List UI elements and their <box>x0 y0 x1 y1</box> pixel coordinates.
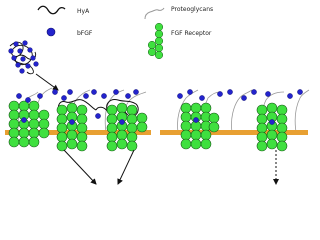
signal-arrow-1 <box>63 149 97 185</box>
bfgf-legend-icon <box>46 27 56 37</box>
bfgf-legend-label: bFGF <box>77 30 93 37</box>
receptor-legend-icon <box>147 22 164 60</box>
binding-arrow <box>35 73 59 91</box>
signal-arrow-2 <box>117 149 135 185</box>
membrane-left <box>5 130 151 135</box>
legend: HyA bFGF Proteoglycans FGF Receptor <box>37 5 213 60</box>
receptors-right <box>180 102 288 152</box>
bfgf-dots-right <box>177 89 303 125</box>
membrane-right <box>160 130 308 135</box>
hya-legend-label: HyA <box>77 8 90 15</box>
proteoglycans-legend-label: Proteoglycans <box>171 6 213 13</box>
hya-legend-icon <box>37 5 66 15</box>
receptors-left <box>8 100 148 152</box>
hya-bfgf-cluster <box>8 40 39 75</box>
fgf-binding-diagram: HyA bFGF Proteoglycans FGF Receptor <box>5 5 310 185</box>
bfgf-dots-left <box>16 89 139 125</box>
proteoglycan-legend-icon <box>144 7 165 20</box>
fgf-receptor-legend-label: FGF Receptor <box>171 30 212 37</box>
